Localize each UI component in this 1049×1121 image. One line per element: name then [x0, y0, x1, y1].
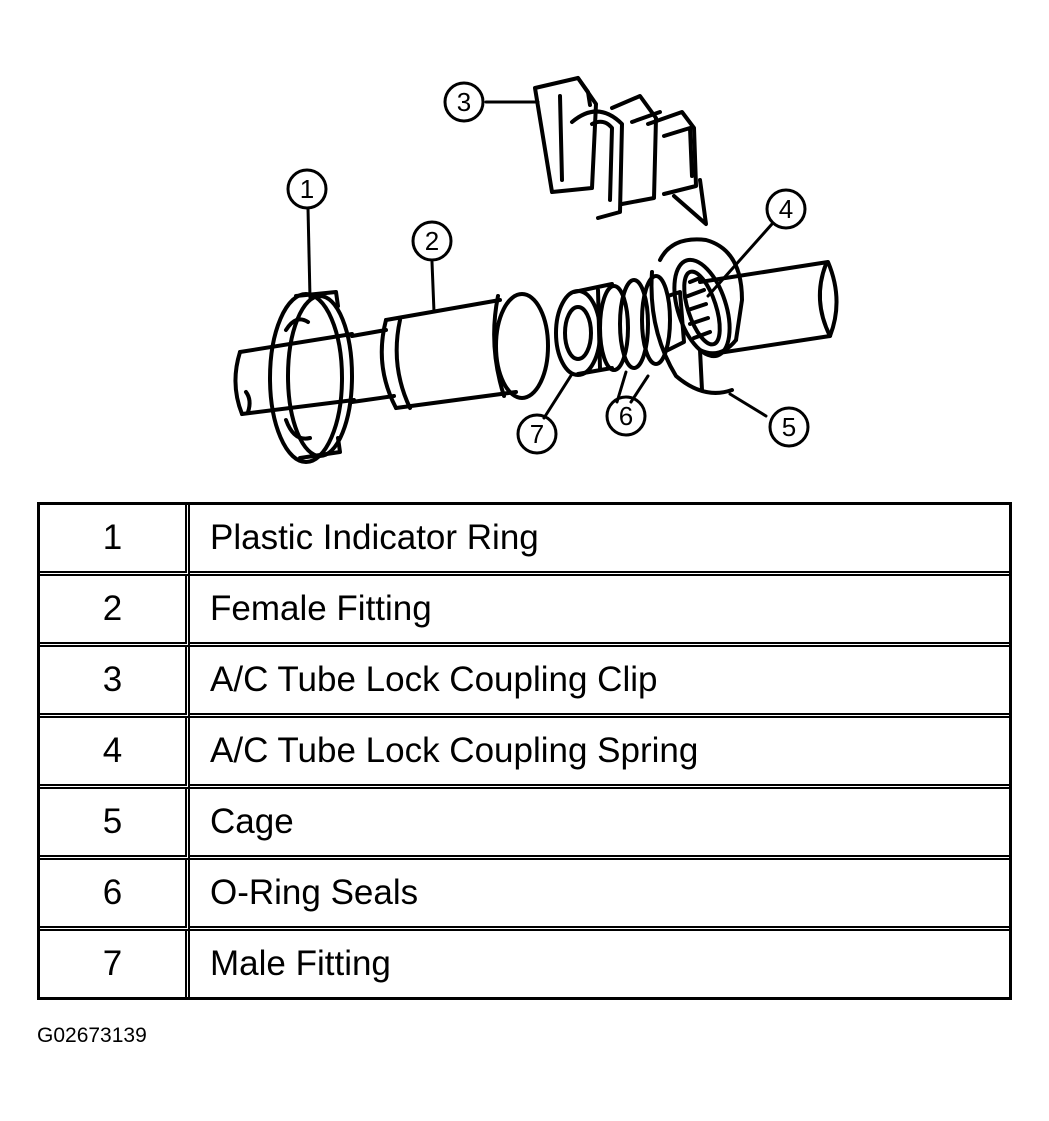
callout-label-1: 1 — [300, 174, 314, 204]
legend-row: 1 Plastic Indicator Ring — [40, 505, 1009, 576]
legend-number: 4 — [40, 718, 190, 789]
coupling-clip-drawing — [533, 76, 708, 226]
parts-legend-table: 1 Plastic Indicator Ring 2 Female Fittin… — [37, 502, 1012, 1000]
callout-marker-5: 5 — [768, 406, 810, 448]
legend-label: Plastic Indicator Ring — [190, 505, 1009, 576]
legend-label: Cage — [190, 789, 1009, 860]
legend-number: 5 — [40, 789, 190, 860]
callout-leader-lines — [306, 100, 774, 420]
callout-label-2: 2 — [425, 226, 439, 256]
legend-row: 4 A/C Tube Lock Coupling Spring — [40, 718, 1009, 789]
callout-label-5: 5 — [782, 412, 796, 442]
callout-marker-3: 3 — [443, 81, 485, 123]
female-fitting-drawing — [350, 292, 550, 410]
figure-code: G02673139 — [37, 1024, 147, 1047]
legend-label: A/C Tube Lock Coupling Spring — [190, 718, 1009, 789]
legend-label: Female Fitting — [190, 576, 1009, 647]
callout-marker-6: 6 — [605, 395, 647, 437]
callout-label-6: 6 — [619, 401, 633, 431]
legend-number: 7 — [40, 931, 190, 997]
male-fitting-drawing — [554, 282, 614, 377]
legend-label: O-Ring Seals — [190, 860, 1009, 931]
legend-number: 2 — [40, 576, 190, 647]
callout-label-4: 4 — [779, 194, 793, 224]
male-tube-drawing — [698, 260, 839, 356]
callout-marker-1: 1 — [286, 168, 328, 210]
legend-number: 6 — [40, 860, 190, 931]
legend-label: A/C Tube Lock Coupling Clip — [190, 647, 1009, 718]
legend-number: 3 — [40, 647, 190, 718]
coupling-spring-drawing — [672, 257, 732, 359]
legend-row: 6 O-Ring Seals — [40, 860, 1009, 931]
legend-label: Male Fitting — [210, 944, 391, 983]
callout-marker-7: 7 — [516, 413, 558, 455]
legend-number: 1 — [40, 505, 190, 576]
callout-marker-2: 2 — [411, 220, 453, 262]
female-tube-drawing — [233, 332, 356, 416]
exploded-coupling-diagram: 1 2 3 4 5 6 7 — [233, 76, 839, 464]
callout-label-7: 7 — [530, 419, 544, 449]
legend-row: 5 Cage — [40, 789, 1009, 860]
legend-row: 3 A/C Tube Lock Coupling Clip — [40, 647, 1009, 718]
legend-row: 7 Male Fitting — [40, 931, 1009, 997]
cage-drawing — [649, 237, 744, 395]
o-ring-seals-drawing — [596, 274, 686, 372]
indicator-ring-drawing — [268, 290, 354, 464]
legend-row: 2 Female Fitting — [40, 576, 1009, 647]
callout-label-3: 3 — [457, 87, 471, 117]
callout-marker-4: 4 — [765, 188, 807, 230]
